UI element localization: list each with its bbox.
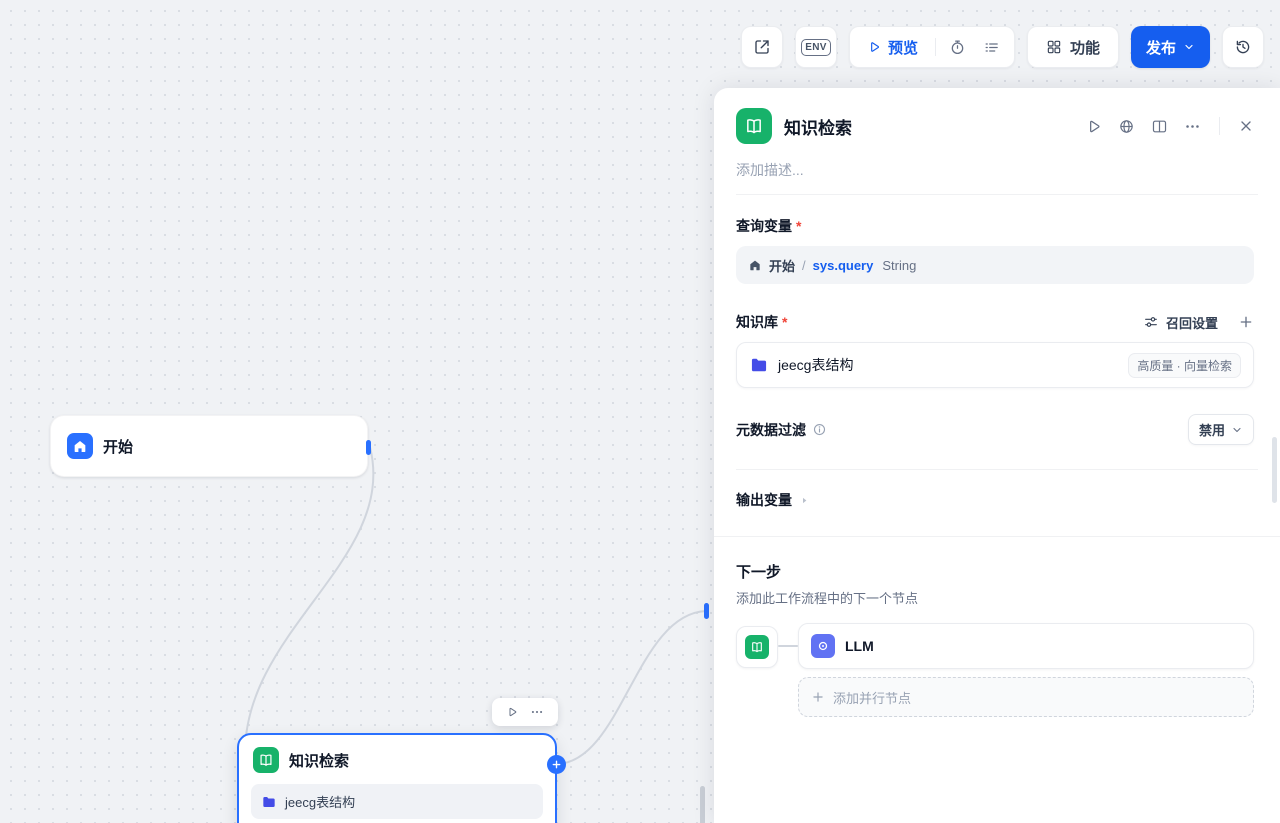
history-icon [1236,40,1250,54]
plus-icon [552,760,561,769]
start-node-output-handle[interactable] [366,440,371,455]
node-mini-toolbar [492,698,558,726]
node-config-panel: 知识检索 添加描述... [714,88,1280,823]
metadata-filter-value: 禁用 [1198,423,1225,438]
knowledge-base-label: 知识库 [736,314,778,330]
divider [736,469,1258,470]
variable-node-name: 开始 [769,258,796,274]
output-variable-label: 输出变量 [736,492,792,508]
toolbar-divider [934,38,936,56]
book-icon [736,108,772,144]
required-mark: * [782,314,788,330]
required-mark: * [796,218,802,234]
plus-icon [1240,316,1252,328]
split-view-icon[interactable] [1151,118,1168,135]
more-icon[interactable] [1184,118,1201,135]
timer-button[interactable] [941,30,975,64]
panel-scrollbar[interactable] [1272,437,1277,503]
panel-title: 知识检索 [784,118,852,138]
node-more-icon[interactable] [530,705,544,719]
top-toolbar: ENV 预览 功能 发布 [740,26,1264,68]
edge-knowledge-to-llm [556,610,707,765]
features-label: 功能 [1069,39,1100,57]
dataset-name: jeecg表结构 [778,357,854,373]
output-variable-toggle[interactable]: 输出变量 [736,490,1254,510]
recall-settings-button[interactable]: 召回设置 [1143,313,1218,332]
open-app-button[interactable] [740,26,783,68]
play-icon [871,42,879,52]
preview-label: 预览 [887,39,918,57]
current-node-thumbnail [736,626,778,668]
knowledge-node-dataset-name: jeecg表结构 [285,795,356,810]
sliders-icon [1145,317,1157,327]
features-button[interactable]: 功能 [1026,26,1119,68]
home-icon [750,260,760,271]
plus-icon [813,692,823,702]
book-icon [253,747,279,773]
run-node-icon[interactable] [1085,118,1102,135]
caret-right-icon [803,497,807,503]
canvas-scrollbar[interactable] [700,786,705,823]
preview-button[interactable]: 预览 [855,37,930,58]
panel-header: 知识检索 [714,88,1280,144]
chevron-down-icon [1185,44,1193,50]
knowledge-node[interactable]: 知识检索 jeecg表结构 [237,733,557,823]
metadata-filter-dropdown[interactable]: 禁用 [1187,414,1254,445]
llm-icon [811,634,835,658]
history-button[interactable] [1222,26,1264,68]
llm-node-input-handle[interactable] [704,603,709,619]
next-step-title: 下一步 [736,564,782,581]
llm-label: LLM [845,638,874,654]
book-icon [745,635,769,659]
query-variable-label: 查询变量 [736,218,792,234]
recall-settings-label: 召回设置 [1165,315,1218,331]
llm-next-node[interactable]: LLM [798,623,1254,669]
start-node[interactable]: 开始 [50,415,371,477]
start-node-title: 开始 [103,438,134,456]
checklist-icon [986,42,999,52]
connector-line [778,645,798,647]
header-divider [1219,117,1220,135]
variable-type: String [882,257,917,273]
checklist-button[interactable] [975,30,1009,64]
env-label: ENV [801,38,831,56]
chevron-down-icon [1233,427,1241,432]
variable-path: sys.query [812,257,874,273]
env-button[interactable]: ENV [794,26,837,68]
edge-start-to-knowledge [243,446,375,758]
dataset-item[interactable]: jeecg表结构 高质量 · 向量检索 [736,342,1254,388]
variable-separator: / [802,257,806,273]
close-icon[interactable] [1238,118,1254,134]
globe-icon[interactable] [1118,118,1135,135]
section-divider [714,536,1280,537]
metadata-filter-label: 元数据过滤 [736,421,806,438]
add-parallel-node-button[interactable]: 添加并行节点 [798,677,1254,717]
next-step-graph: LLM 添加并行节点 [736,623,1254,717]
query-variable-value[interactable]: 开始 / sys.query String [736,246,1254,284]
open-in-window-icon [755,40,769,54]
info-icon [813,423,826,436]
timer-icon [952,39,964,54]
knowledge-node-dataset[interactable]: jeecg表结构 [251,784,543,819]
add-next-node-button[interactable] [547,755,566,774]
add-knowledge-button[interactable] [1238,314,1254,330]
publish-button[interactable]: 发布 [1130,26,1210,68]
folder-icon [751,358,767,372]
divider [736,194,1258,195]
knowledge-node-title: 知识检索 [289,752,350,770]
publish-label: 发布 [1145,39,1176,57]
description-input[interactable]: 添加描述... [736,162,804,178]
home-icon [67,433,93,459]
add-parallel-label: 添加并行节点 [833,690,912,706]
next-step-subtitle: 添加此工作流程中的下一个节点 [736,591,919,606]
folder-icon [263,796,275,807]
dataset-badge: 高质量 · 向量检索 [1128,352,1241,378]
preview-group: 预览 [848,26,1015,68]
node-run-icon[interactable] [506,706,518,718]
blocks-icon [1047,40,1061,54]
